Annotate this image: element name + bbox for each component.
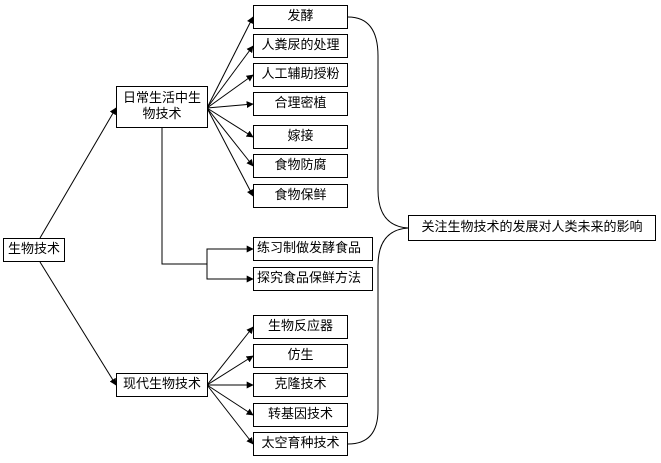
daily-item-grafting: 嫁接 [253,125,348,149]
modern-item-transgenic: 转基因技术 [253,403,348,427]
experiment-food-preservation: 探究食品保鲜方法 [253,267,373,291]
modern-item-bioreactor: 生物反应器 [253,315,348,339]
daily-item-fermentation: 发酵 [253,5,348,29]
daily-item-food-preservation: 食物保鲜 [253,184,348,208]
daily-item-rational-planting: 合理密植 [253,92,348,116]
conclusion-node: 关注生物技术的发展对人类未来的影响 [408,215,656,241]
modern-item-bionics: 仿生 [253,344,348,368]
root-node: 生物技术 [3,238,65,262]
modern-item-cloning: 克隆技术 [253,373,348,397]
experiment-fermented-food: 练习制做发酵食品 [253,237,373,261]
daily-item-food-antiseptic: 食物防腐 [253,154,348,178]
daily-biotech-node: 日常生活中生物技术 [116,86,208,128]
daily-item-manure-treatment: 人粪尿的处理 [253,34,348,58]
modern-item-space-breeding: 太空育种技术 [253,432,348,456]
modern-biotech-node: 现代生物技术 [116,373,208,397]
daily-item-artificial-pollination: 人工辅助授粉 [253,63,348,87]
